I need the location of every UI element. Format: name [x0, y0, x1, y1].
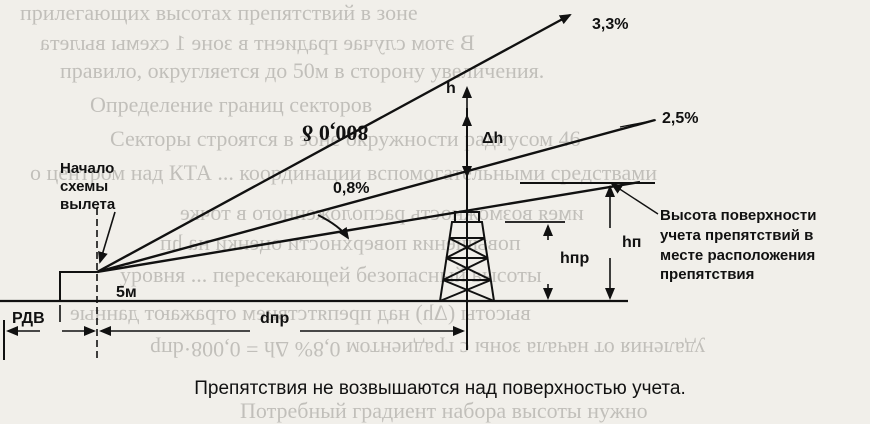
- surface-note-line-1: Высота поверхности: [660, 207, 817, 224]
- bleed-text-4: Определение границ секторов: [90, 92, 373, 117]
- surface-note-line-4: препятствия: [660, 266, 755, 284]
- bleed-text-12: Потребный градиент набора высоты нужно: [240, 398, 648, 423]
- start-step: [59, 271, 97, 301]
- angle-arc: [317, 214, 350, 240]
- bleed-text-1: прилегающих высотах препятствий в зоне: [20, 0, 418, 25]
- hp-label: hп: [622, 234, 642, 251]
- surface-height-note: Высота поверхности учета препятствий в м…: [660, 206, 816, 285]
- h-label: h: [446, 80, 456, 97]
- start-label-line-3: вылета: [60, 196, 116, 213]
- dpr-label: dпр: [260, 310, 290, 327]
- bleed-text-5: Секторы строятся в зоне окружности радиу…: [110, 126, 581, 151]
- slope-line-bottom: [96, 180, 641, 274]
- slope-line-top: [96, 13, 572, 274]
- note-leader: [610, 182, 659, 215]
- obstacle-tower: [439, 211, 495, 302]
- figure-caption: Препятствия не возвышаются над поверхнос…: [194, 378, 686, 399]
- formula-value: 800,0 δ: [302, 120, 369, 146]
- slope-label-bottom: 0,8%: [333, 180, 370, 197]
- start-label-line-1: Начало: [60, 160, 115, 177]
- bleed-text-3: правило, округляется до 50м в сторону ув…: [60, 58, 545, 83]
- surface-note-line-3: месте расположения: [660, 246, 816, 264]
- slope-label-middle: 2,5%: [662, 110, 699, 127]
- rdv-label: РДВ: [12, 310, 45, 327]
- middle-slope-leader: [619, 119, 657, 128]
- five-m-label: 5м: [116, 284, 137, 301]
- bleed-text-6: о центром над КТА ... координации вспомо…: [30, 160, 657, 185]
- surface-note-line-2: учета препятствий в: [660, 226, 814, 244]
- dh-label: Δh: [482, 130, 504, 147]
- start-pointer-arrow: [98, 211, 116, 264]
- slope-line-middle: [96, 118, 656, 274]
- hpr-label: hпр: [560, 250, 590, 267]
- start-label-line-2: схемы: [60, 178, 109, 195]
- slope-label-top: 3,3%: [592, 16, 629, 33]
